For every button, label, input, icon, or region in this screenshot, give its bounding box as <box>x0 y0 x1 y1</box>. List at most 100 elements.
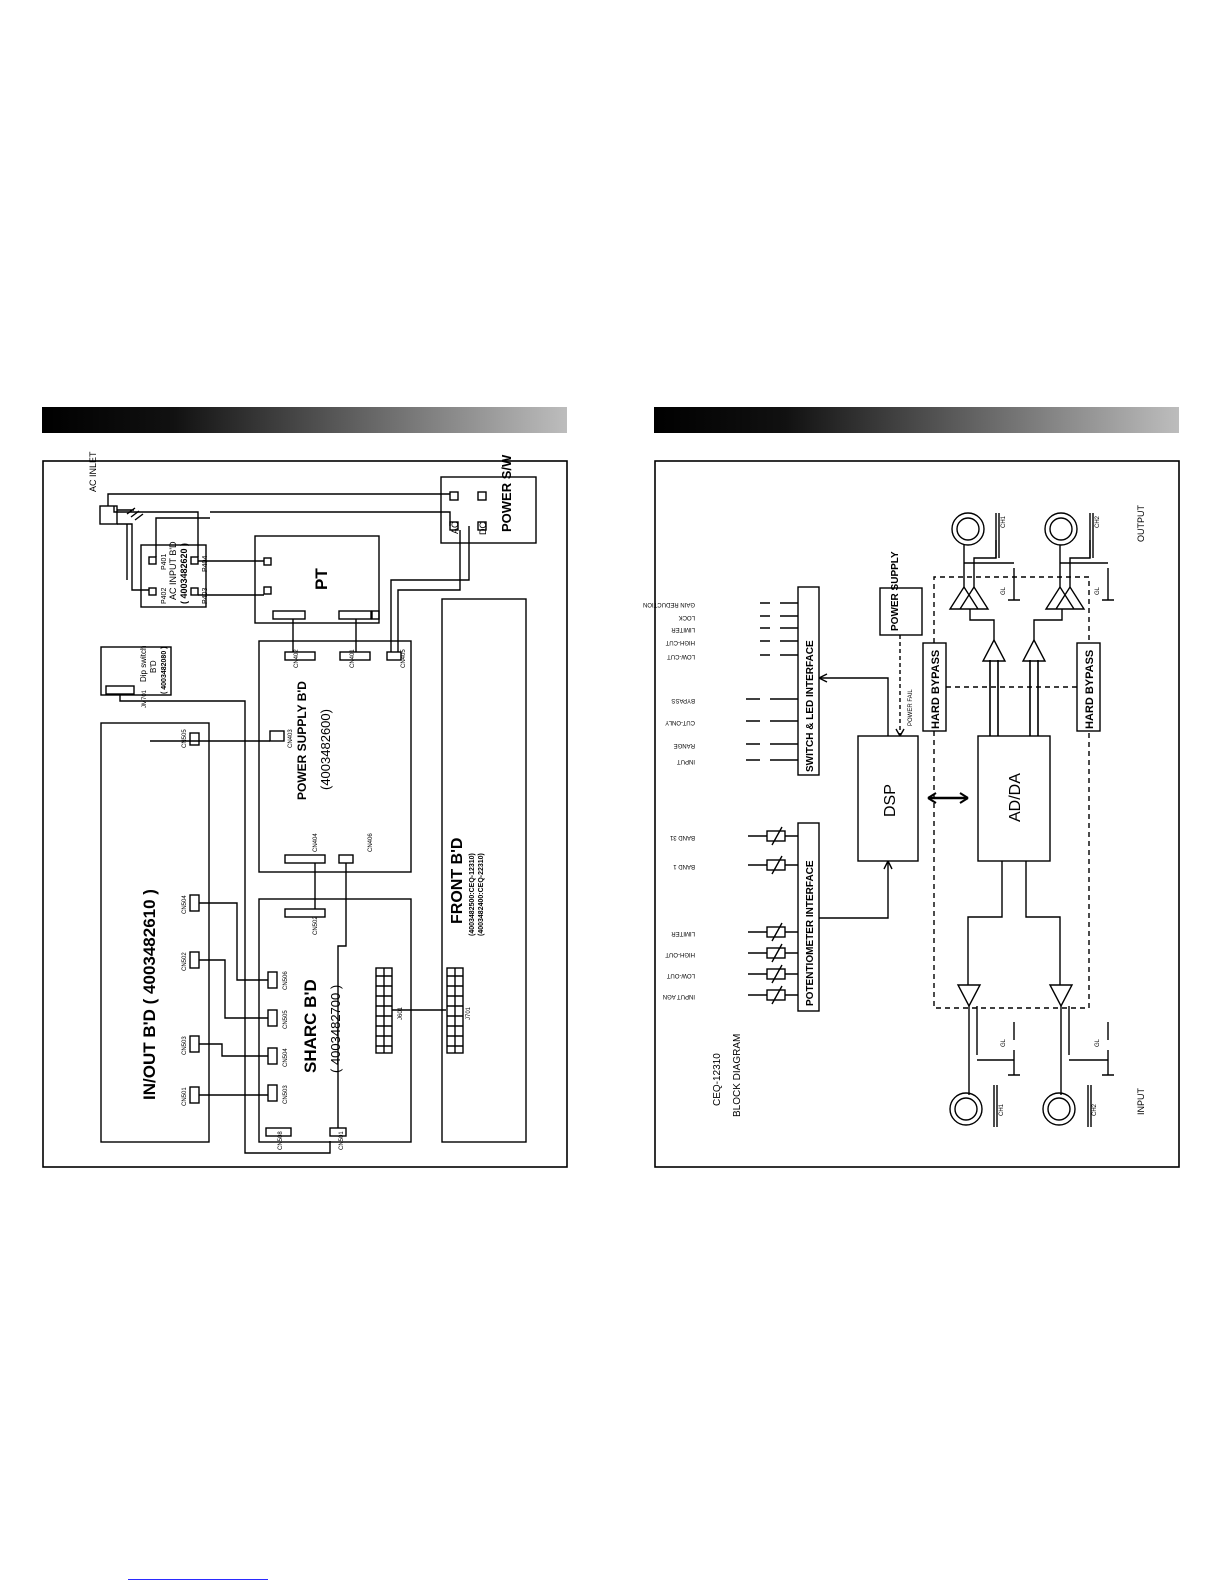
ch2-input-label: CH2 <box>1092 1103 1098 1116</box>
sharc-label: SHARC B'D <box>301 979 320 1073</box>
cn502-label: CN502 <box>182 952 188 971</box>
jm701-label: JM701 <box>142 689 148 708</box>
ch2-output-label: CH2 <box>1095 515 1101 528</box>
gain-reduction-label: GAIN REDUCTION <box>643 601 695 607</box>
cut-only-label: CUT-ONLY <box>665 719 695 725</box>
low-cut-led-label: LOW-CUT <box>667 653 695 659</box>
range-label: RANGE <box>674 742 695 748</box>
block-title-model: CEQ-12310 <box>712 1053 723 1106</box>
hard-bypass-top-label: HARD BYPASS <box>930 650 942 729</box>
cn502-sharc-label: CN502 <box>313 916 319 935</box>
gl-label-4: GL <box>1095 1038 1101 1047</box>
p403-label: P403 <box>202 588 209 604</box>
wiring-frame <box>42 460 568 1168</box>
gl-label-2: GL <box>1095 586 1101 595</box>
p404-label: P404 <box>202 556 209 572</box>
front-pn-1: (4003482500:CEQ-12310) <box>469 853 476 936</box>
sharc-pn: ( 4003482700 ) <box>328 985 343 1073</box>
lock-label: LOCK <box>679 614 695 620</box>
adda-box <box>977 735 1051 862</box>
cn405-label: CN405 <box>401 649 407 668</box>
block-labels: CEQ-12310 BLOCK DIAGRAM DSP AD/DA POWER … <box>643 505 1146 1118</box>
power-sw-label: POWER S/W <box>499 454 514 532</box>
power-supply-pn: (4003482600) <box>318 709 333 790</box>
p402-label: P402 <box>161 588 168 604</box>
cn406-label: CN406 <box>368 833 374 852</box>
gl-label-3: GL <box>1001 1038 1007 1047</box>
inout-label: IN/OUT B'D ( 4003482610 ) <box>140 889 159 1100</box>
switch-led-label: SWITCH & LED INTERFACE <box>805 640 816 772</box>
wiring-diagram <box>42 460 568 1168</box>
cn404-label: CN404 <box>313 833 319 852</box>
cn508-label: CN508 <box>278 1131 284 1150</box>
hard-bypass-bottom-label: HARD BYPASS <box>1084 650 1096 729</box>
pt-transformer-box <box>254 535 380 624</box>
input-agn-label: INPUT AGN <box>663 993 695 999</box>
ac-input-board <box>140 544 207 608</box>
power-supply-box <box>879 587 923 636</box>
input-label: INPUT <box>1136 1087 1146 1115</box>
cn501-sharc-label: CN501 <box>339 1131 345 1150</box>
cn505-label: CN505 <box>182 729 188 748</box>
potentiometer-interface-box <box>797 822 820 1012</box>
j701-label: J701 <box>466 1006 472 1020</box>
cn505-sharc-label: CN505 <box>283 1010 289 1029</box>
footer-link-underline[interactable] <box>128 1579 268 1580</box>
ac-input-pn: ( 4003482620 ) <box>179 543 189 604</box>
dip-switch-label: Dip switch <box>139 646 148 682</box>
cn504-sharc-label: CN504 <box>283 1048 289 1067</box>
power-fail-label: POWER FAIL <box>908 689 914 726</box>
cn403-label: CN403 <box>288 729 294 748</box>
ch1-input-label: CH1 <box>999 1103 1005 1116</box>
wiring-labels: AC INLET POWER S/W AC DC AC INPUT B'D ( … <box>88 451 514 1150</box>
band1-label: BAND 1 <box>673 863 695 869</box>
dc-label: DC <box>478 522 488 535</box>
p401-label: P401 <box>161 554 168 570</box>
band31-label: BAND 31 <box>669 834 695 840</box>
switch-led-interface-box <box>797 586 820 776</box>
inout-board <box>100 722 210 1143</box>
power-supply-label: POWER SUPPLY B'D <box>295 681 309 800</box>
bypass-label: BYPASS <box>671 697 695 703</box>
front-label: FRONT B'D <box>449 838 466 924</box>
high-out-label: HIGH-OUT <box>665 951 695 957</box>
power-supply-text: POWER SUPPLY <box>890 551 901 631</box>
low-out-label: LOW-OUT <box>666 972 695 978</box>
j601-label: J601 <box>398 1006 404 1020</box>
ch1-output-label: CH1 <box>1001 515 1007 528</box>
limiter-pot-label: LIMITER <box>671 930 695 936</box>
block-frame <box>654 460 1180 1168</box>
potentiometer-label: POTENTIOMETER INTERFACE <box>805 860 816 1006</box>
input-switch-label: INPUT <box>677 758 695 764</box>
dip-bd-label: B'D <box>149 660 158 673</box>
dip-switch-board <box>100 646 172 696</box>
power-supply-block-label: POWER SUPPLY <box>890 551 901 631</box>
dip-pn-label: ( 4003482080 ) <box>161 647 168 694</box>
cn501-label: CN501 <box>182 1087 188 1106</box>
gl-label-1: GL <box>1001 586 1007 595</box>
dsp-label: DSP <box>882 784 899 817</box>
pt-label: PT <box>312 568 331 590</box>
high-cut-led-label: HIGH-CUT <box>665 639 695 645</box>
block-title-name: BLOCK DIAGRAM <box>732 1034 743 1117</box>
output-label: OUTPUT <box>1136 505 1146 543</box>
adda-label: AD/DA <box>1007 773 1024 822</box>
cn506-label: CN506 <box>283 971 289 990</box>
front-board <box>441 598 527 1143</box>
power-switch-box <box>440 476 537 544</box>
front-pn-2: (4003482400:CEQ-22310) <box>478 853 485 936</box>
ac-inlet-label: AC INLET <box>88 451 98 492</box>
cn402-label: CN402 <box>294 649 300 668</box>
cn503-sharc-label: CN503 <box>283 1085 289 1104</box>
block-diagram <box>654 460 1180 1168</box>
cn503-label: CN503 <box>182 1036 188 1055</box>
cn401-label: CN401 <box>350 649 356 668</box>
header-banner-left <box>42 407 567 433</box>
ac-input-label: AC INPUT B'D <box>168 541 178 600</box>
limiter-led-label: LIMITER <box>671 626 695 632</box>
cn504-label: CN504 <box>182 895 188 914</box>
sharc-board <box>258 898 412 1143</box>
ac-label: AC <box>450 521 460 534</box>
power-supply-board <box>258 640 412 873</box>
